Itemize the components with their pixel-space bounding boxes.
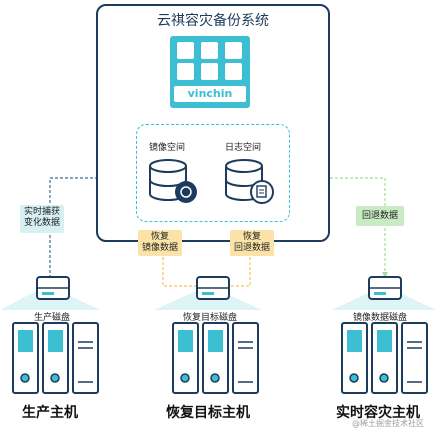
dr-host-title: 实时容灾主机 bbox=[336, 405, 420, 421]
log-space-label: 日志空间 bbox=[225, 143, 262, 153]
dr-server-icon bbox=[341, 322, 428, 394]
watermark: @稀土掘金技术社区 bbox=[352, 419, 424, 428]
logo-text: vinchin bbox=[174, 86, 246, 102]
restore-server-icon bbox=[172, 322, 259, 394]
system-title: 云祺容灾备份系统 bbox=[157, 13, 269, 29]
log-database-icon bbox=[225, 159, 274, 204]
mirror-disk-label: 镜像数据磁盘 bbox=[353, 313, 408, 323]
restore-disk-icon bbox=[196, 276, 230, 300]
production-disk-label: 生产磁盘 bbox=[34, 313, 71, 323]
mirror-disk-icon bbox=[368, 276, 402, 300]
mirror-database-icon bbox=[149, 159, 197, 203]
restore-rollback-line2: 回退数据 bbox=[233, 243, 270, 253]
rollback-data-tag: 回退数据 bbox=[356, 206, 404, 226]
mirror-space-label: 镜像空间 bbox=[149, 143, 186, 153]
restore-mirror-tag: 恢复 镜像数据 bbox=[138, 230, 182, 256]
vinchin-logo: vinchin bbox=[170, 36, 250, 108]
restore-rollback-tag: 恢复 回退数据 bbox=[230, 230, 274, 256]
restore-disk-label: 恢复目标磁盘 bbox=[183, 313, 238, 323]
production-server-icon bbox=[12, 322, 99, 394]
realtime-capture-line2: 变化数据 bbox=[23, 218, 60, 228]
storage-space-group bbox=[136, 124, 290, 222]
realtime-capture-line1: 实时捕获 bbox=[23, 207, 60, 217]
realtime-capture-tag: 实时捕获 变化数据 bbox=[20, 205, 64, 233]
restore-mirror-line2: 镜像数据 bbox=[141, 243, 178, 253]
restore-rollback-line1: 恢复 bbox=[242, 232, 261, 242]
production-host-title: 生产主机 bbox=[22, 405, 78, 421]
restore-host-title: 恢复目标主机 bbox=[166, 405, 250, 421]
restore-mirror-line1: 恢复 bbox=[150, 232, 169, 242]
production-disk-icon bbox=[36, 276, 70, 300]
